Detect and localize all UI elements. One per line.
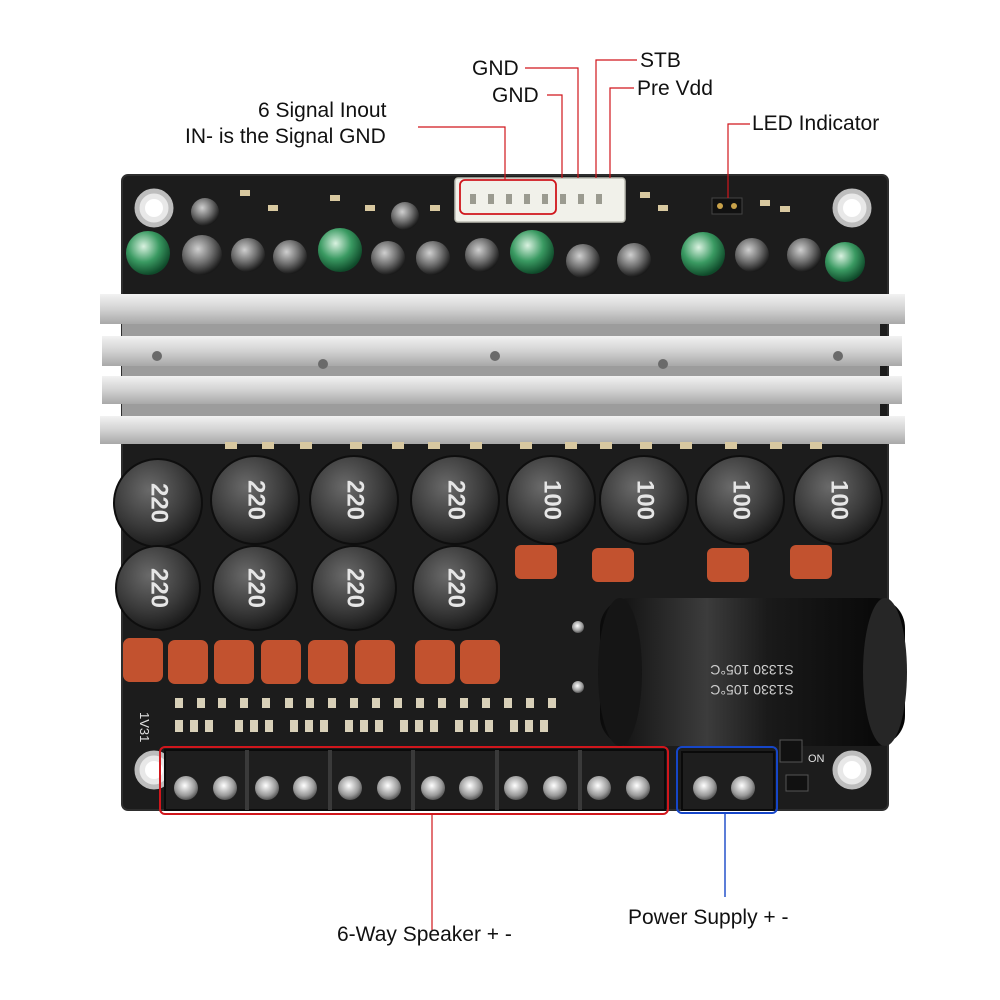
smd-components-top <box>240 190 790 212</box>
inductor: 220 <box>309 455 399 545</box>
bulk-capacitor: S1330 105°C S1330 105°C <box>598 598 907 746</box>
inductor: 220 <box>412 545 498 631</box>
resistor-rows <box>175 698 556 732</box>
inductor-value: 220 <box>243 568 270 608</box>
speaker-terminal-screws <box>174 776 650 800</box>
upper-small-capacitors <box>126 198 865 282</box>
inductor-value: 220 <box>342 480 369 520</box>
switch-print: ON <box>808 753 825 765</box>
inductor-value: 100 <box>632 480 659 520</box>
power-terminal-block <box>681 751 775 811</box>
label-gnd-second: GND <box>492 84 539 107</box>
inductor: 220 <box>410 455 500 545</box>
capacitor-bracket-screws <box>572 621 584 693</box>
label-stb: STB <box>640 49 681 72</box>
label-pre-vdd: Pre Vdd <box>637 77 713 100</box>
inductor-value: 220 <box>443 480 470 520</box>
inductor: 220 <box>115 545 201 631</box>
capacitor-print: S1330 105°C <box>710 682 793 698</box>
capacitor-print: S1330 105°C <box>710 662 793 678</box>
film-capacitors-left <box>123 638 500 684</box>
board-version-print: 1V31 <box>137 712 152 742</box>
inductor-value: 220 <box>443 568 470 608</box>
inductor: 100 <box>599 455 689 545</box>
label-signal-line1: 6 Signal Inout <box>258 99 387 122</box>
label-signal-line2: IN- is the Signal GND <box>185 125 386 148</box>
film-capacitors-right <box>515 545 832 582</box>
inductor: 100 <box>506 455 596 545</box>
speaker-terminal-block <box>164 749 666 811</box>
heatsink <box>100 294 905 444</box>
led-header <box>711 197 743 215</box>
power-switch: ON <box>779 739 825 792</box>
inductor-value: 100 <box>728 480 755 520</box>
smd-row-middle <box>225 442 822 449</box>
inductor: 100 <box>695 455 785 545</box>
inductor-value: 100 <box>539 480 566 520</box>
mounting-holes <box>134 188 872 790</box>
label-power: Power Supply + - <box>628 906 789 929</box>
signal-connector <box>454 177 626 223</box>
power-highlight-box <box>676 746 778 814</box>
label-gnd-top: GND <box>472 57 519 80</box>
label-speaker: 6-Way Speaker + - <box>337 923 512 946</box>
inductor-value: 220 <box>146 483 173 523</box>
inductor-value: 220 <box>342 568 369 608</box>
label-led-indicator: LED Indicator <box>752 112 880 135</box>
inductor: 100 <box>793 455 883 545</box>
inductor: 220 <box>311 545 397 631</box>
inductor-value: 100 <box>826 480 853 520</box>
leader-lines <box>418 59 750 930</box>
speaker-highlight-box <box>159 746 669 815</box>
inductor: 220 <box>210 455 300 545</box>
inductor: 220 <box>113 458 203 548</box>
inductor-row-bottom: 220 220 220 220 <box>115 545 498 631</box>
signal-highlight-box <box>459 179 557 215</box>
inductor-row-top: 220 220 220 220 100 100 100 100 <box>113 455 883 548</box>
inductor-value: 220 <box>146 568 173 608</box>
inductor: 220 <box>212 545 298 631</box>
inductor-value: 220 <box>243 480 270 520</box>
